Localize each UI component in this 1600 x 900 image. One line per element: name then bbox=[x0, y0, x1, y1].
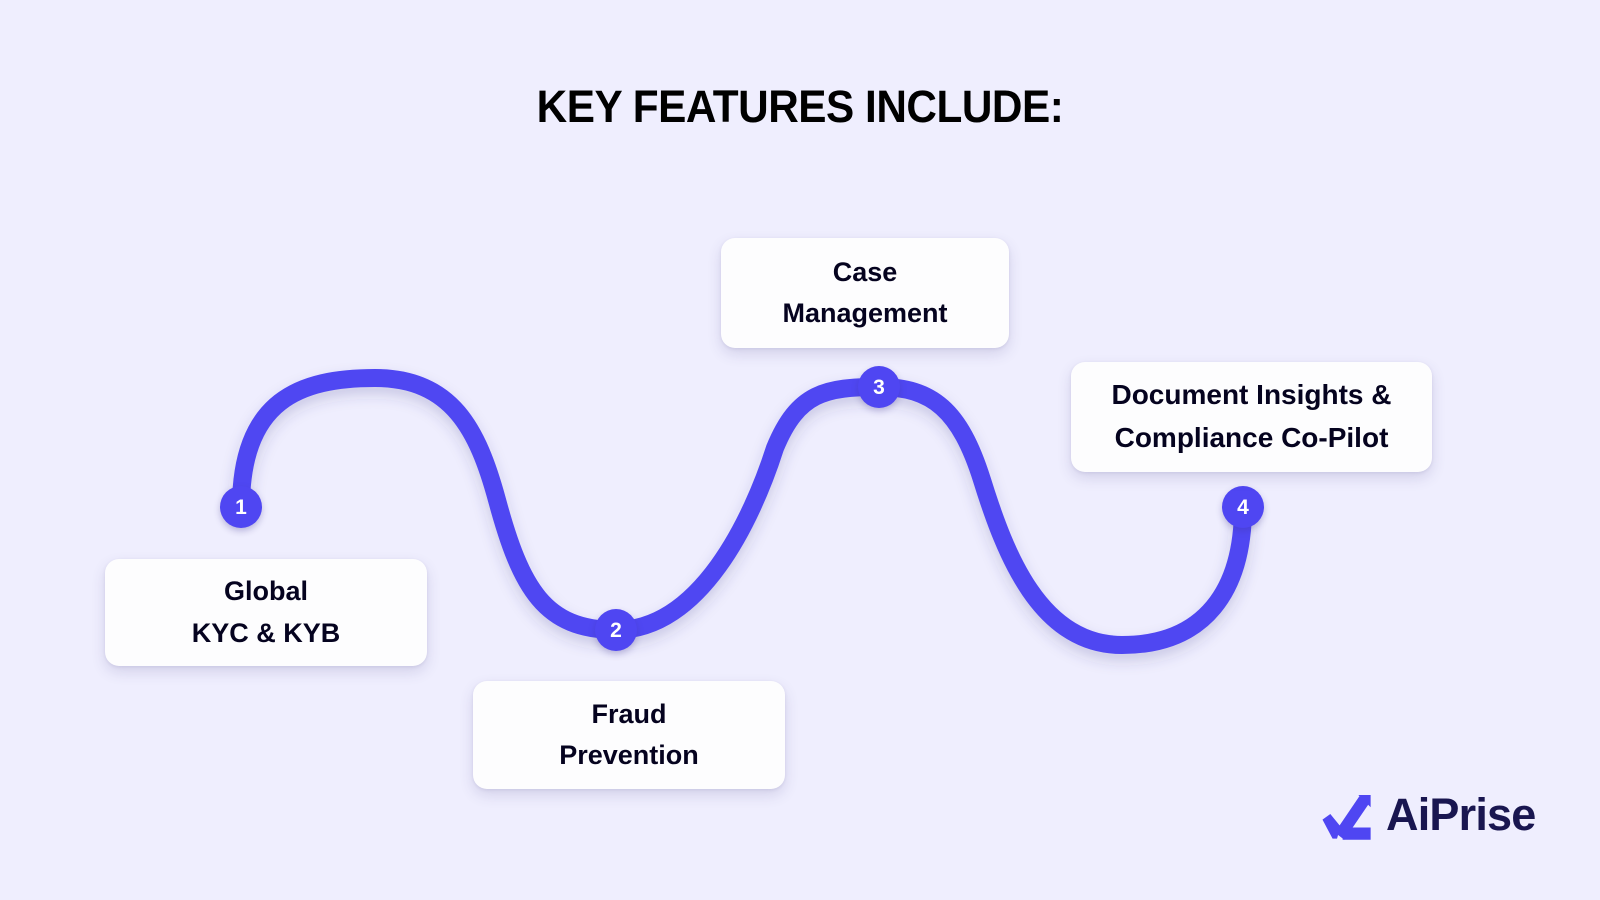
feature-card-line-1: Document Insights & bbox=[1111, 379, 1392, 411]
step-marker-1[interactable]: 1 bbox=[220, 486, 262, 528]
feature-card-document-insights[interactable]: Document Insights & Compliance Co-Pilot bbox=[1071, 362, 1432, 472]
feature-card-line-1: Global bbox=[223, 576, 308, 607]
feature-card-line-1: Fraud bbox=[591, 698, 667, 729]
step-marker-3[interactable]: 3 bbox=[858, 366, 900, 408]
path-stroke bbox=[232, 368, 1252, 655]
feature-card-global-kyc-kyb[interactable]: Global KYC & KYB bbox=[105, 559, 427, 666]
feature-card-line-2: KYC & KYB bbox=[191, 617, 341, 648]
step-marker-4[interactable]: 4 bbox=[1222, 486, 1264, 528]
page-title: KEY FEATURES INCLUDE: bbox=[536, 81, 1064, 132]
feature-card-fraud-prevention[interactable]: Fraud Prevention bbox=[473, 681, 785, 789]
feature-card-line-2: Management bbox=[782, 298, 948, 328]
feature-card-line-2: Prevention bbox=[559, 740, 699, 770]
aiprise-check-triangle-icon bbox=[1322, 794, 1371, 840]
brand-wordmark: AiPrise bbox=[1386, 788, 1536, 840]
brand-logo[interactable]: AiPrise bbox=[1318, 786, 1536, 842]
feature-card-line-1: Case bbox=[832, 256, 898, 287]
step-marker-2[interactable]: 2 bbox=[595, 609, 637, 651]
feature-card-line-2: Compliance Co-Pilot bbox=[1114, 422, 1389, 453]
feature-card-case-management[interactable]: Case Management bbox=[721, 238, 1009, 348]
